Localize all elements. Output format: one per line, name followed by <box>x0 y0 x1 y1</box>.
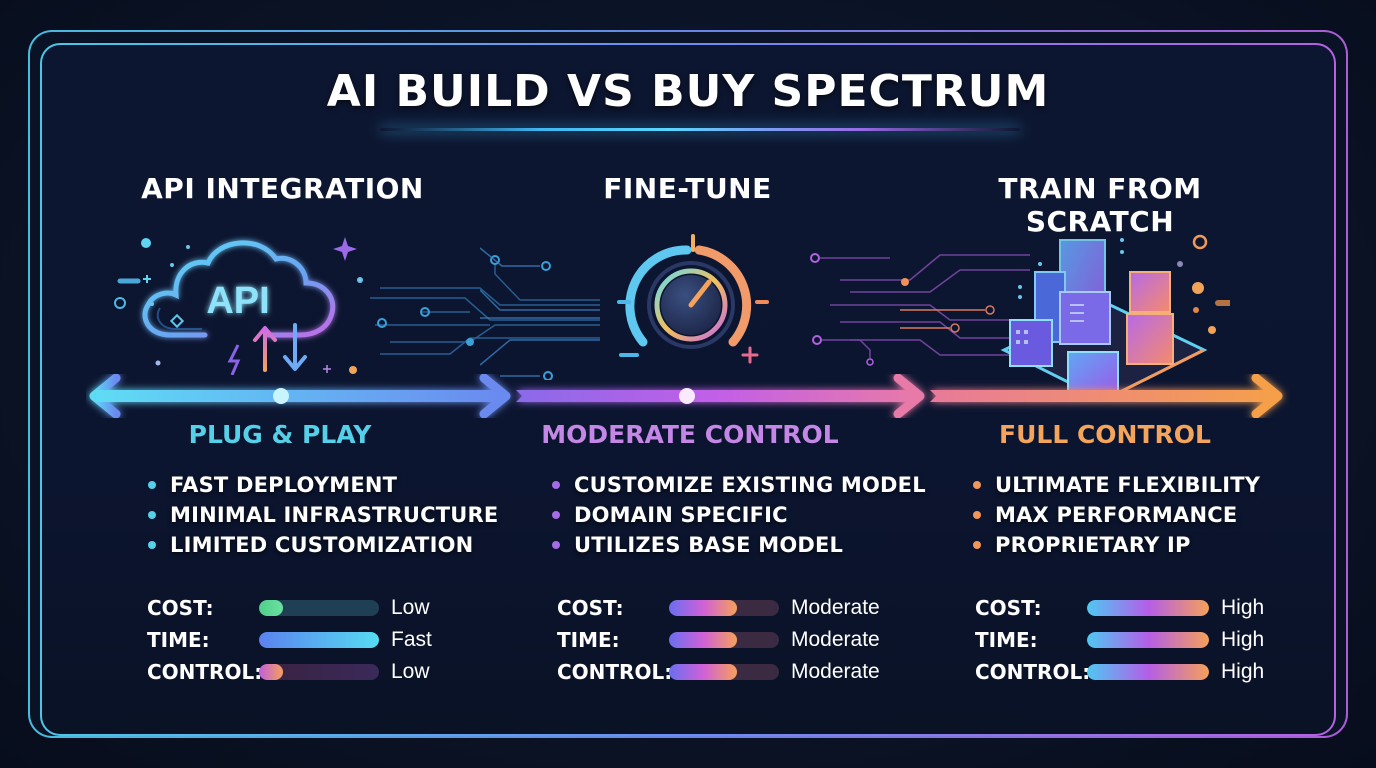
metric-time: TIME: Moderate <box>557 628 880 652</box>
isometric-buildings-icon <box>1000 222 1255 402</box>
marker-finetune <box>679 388 695 404</box>
metric-control: CONTROL: Moderate <box>557 660 880 684</box>
metric-time: TIME: High <box>975 628 1265 652</box>
subtitle-api: PLUG & PLAY <box>188 420 372 449</box>
metric-time: TIME: Fast <box>147 628 432 652</box>
spectrum-axis <box>89 373 1283 419</box>
list-item: LIMITED CUSTOMIZATION <box>148 530 498 560</box>
circuit-lines-right <box>810 253 1030 366</box>
bullet-list-train: ULTIMATE FLEXIBILITY MAX PERFORMANCE PRO… <box>973 470 1260 560</box>
metrics-train: COST: High TIME: High CONTROL: High <box>975 592 1264 688</box>
list-item: ULTIMATE FLEXIBILITY <box>973 470 1260 500</box>
column-heading-finetune: FINE-TUNE <box>603 172 772 205</box>
marker-api <box>273 388 289 404</box>
meter-bar <box>259 600 379 616</box>
column-heading-train: TRAIN FROM SCRATCH <box>998 172 1202 238</box>
column-heading-api: API INTEGRATION <box>141 172 424 205</box>
list-item: DOMAIN SPECIFIC <box>552 500 926 530</box>
circuit-lines-center-left <box>480 247 600 380</box>
meter-bar <box>1087 600 1209 616</box>
list-item: PROPRIETARY IP <box>973 530 1260 560</box>
list-item: MAX PERFORMANCE <box>973 500 1260 530</box>
meter-bar <box>259 664 379 680</box>
metrics-api: COST: Low TIME: Fast CONTROL: Low <box>147 592 432 688</box>
title-underline <box>380 128 1020 131</box>
list-item: MINIMAL INFRASTRUCTURE <box>148 500 498 530</box>
meter-bar <box>1087 664 1209 680</box>
metric-cost: COST: High <box>975 596 1265 620</box>
metric-control: CONTROL: Low <box>147 660 430 684</box>
subtitle-finetune: MODERATE CONTROL <box>541 420 839 449</box>
list-item: CUSTOMIZE EXISTING MODEL <box>552 470 926 500</box>
list-item: FAST DEPLOYMENT <box>148 470 498 500</box>
bullet-list-api: FAST DEPLOYMENT MINIMAL INFRASTRUCTURE L… <box>148 470 498 560</box>
meter-bar <box>669 600 779 616</box>
bullet-list-finetune: CUSTOMIZE EXISTING MODEL DOMAIN SPECIFIC… <box>552 470 926 560</box>
metric-cost: COST: Low <box>147 596 430 620</box>
meter-bar <box>1087 632 1209 648</box>
svg-text:API: API <box>206 280 269 322</box>
page-title: AI BUILD VS BUY SPECTRUM <box>326 66 1050 117</box>
cloud-api-icon: API <box>110 225 390 379</box>
metric-control: CONTROL: High <box>975 660 1265 684</box>
meter-bar <box>259 632 379 648</box>
subtitle-train: FULL CONTROL <box>999 420 1211 449</box>
meter-bar <box>669 632 779 648</box>
dial-knob-icon <box>605 222 775 376</box>
list-item: UTILIZES BASE MODEL <box>552 530 926 560</box>
metric-cost: COST: Moderate <box>557 596 880 620</box>
metrics-finetune: COST: Moderate TIME: Moderate CONTROL: M… <box>557 592 880 688</box>
meter-bar <box>669 664 779 680</box>
circuit-lines-left <box>370 255 600 355</box>
